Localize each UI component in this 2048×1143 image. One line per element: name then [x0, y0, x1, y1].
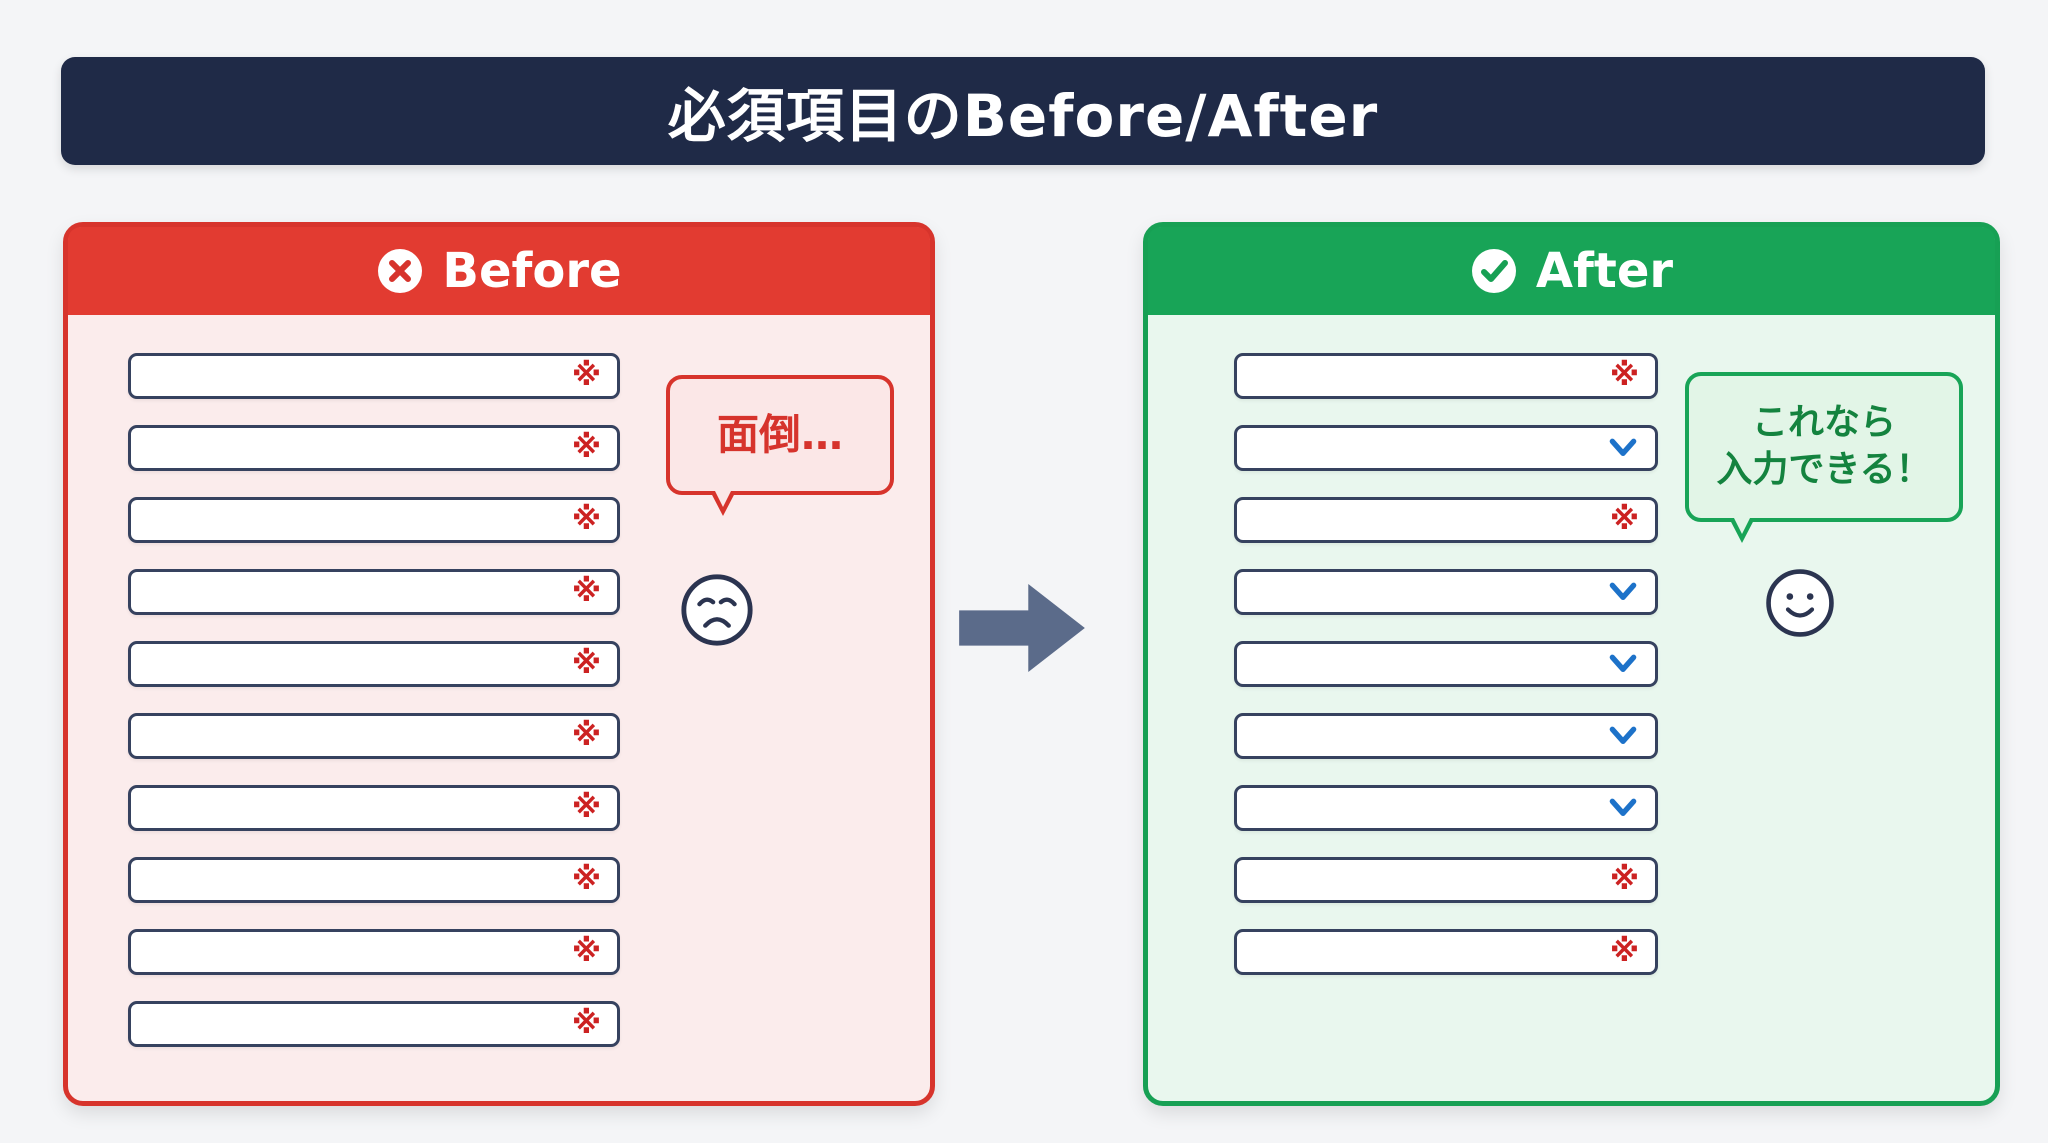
check-circle-icon: [1471, 249, 1516, 293]
dropdown-field[interactable]: [1234, 713, 1658, 759]
text-input-field[interactable]: ※: [128, 353, 620, 399]
chevron-down-icon: [1609, 654, 1637, 672]
text-input-field[interactable]: ※: [128, 929, 620, 975]
required-mark: ※: [571, 574, 601, 609]
after-panel: After ※ ※ ※ ※: [1143, 222, 2000, 1106]
text-input-field[interactable]: ※: [128, 857, 620, 903]
text-input-field[interactable]: ※: [1234, 929, 1658, 975]
before-label: Before: [442, 243, 622, 299]
text-input-field[interactable]: ※: [128, 569, 620, 615]
required-mark: ※: [1609, 358, 1639, 393]
required-mark: ※: [571, 430, 601, 465]
before-speech-bubble: 面倒…: [666, 375, 894, 516]
required-mark: ※: [1609, 502, 1639, 537]
after-form: ※ ※ ※ ※: [1148, 315, 1995, 975]
text-input-field[interactable]: ※: [1234, 857, 1658, 903]
after-label: After: [1535, 243, 1674, 299]
after-speech-bubble: これなら 入力できる！: [1685, 372, 1963, 543]
dropdown-field[interactable]: [1234, 425, 1658, 471]
after-bubble-text: これなら 入力できる！: [1716, 402, 1932, 490]
required-mark: ※: [1609, 934, 1639, 969]
right-arrow-icon: [959, 584, 1085, 672]
text-input-field[interactable]: ※: [1234, 353, 1658, 399]
dropdown-field[interactable]: [1234, 785, 1658, 831]
chevron-down-icon: [1609, 582, 1637, 600]
dropdown-field[interactable]: [1234, 641, 1658, 687]
text-input-field[interactable]: ※: [128, 425, 620, 471]
required-mark: ※: [571, 1006, 601, 1041]
before-form: ※ ※ ※ ※ ※ ※ ※ ※ ※ ※: [68, 315, 930, 1047]
page-title: 必須項目のBefore/After: [667, 82, 1379, 150]
happy-face-icon: [1766, 569, 1834, 637]
required-mark: ※: [1609, 862, 1639, 897]
before-panel-header: Before: [68, 227, 930, 315]
dropdown-field[interactable]: [1234, 569, 1658, 615]
required-mark: ※: [571, 646, 601, 681]
before-bubble-text: 面倒…: [716, 409, 843, 459]
chevron-down-icon: [1609, 726, 1637, 744]
chevron-down-icon: [1609, 438, 1637, 456]
before-panel: Before ※ ※ ※ ※ ※ ※ ※ ※ ※ ※: [63, 222, 935, 1106]
required-mark: ※: [571, 862, 601, 897]
required-mark: ※: [571, 502, 601, 537]
required-mark: ※: [571, 790, 601, 825]
x-circle-icon: [378, 249, 423, 293]
chevron-down-icon: [1609, 798, 1637, 816]
text-input-field[interactable]: ※: [128, 497, 620, 543]
required-mark: ※: [571, 934, 601, 969]
required-mark: ※: [571, 358, 601, 393]
text-input-field[interactable]: ※: [128, 641, 620, 687]
title-bar: 必須項目のBefore/After: [61, 57, 1985, 165]
text-input-field[interactable]: ※: [128, 1001, 620, 1047]
required-mark: ※: [571, 718, 601, 753]
text-input-field[interactable]: ※: [128, 785, 620, 831]
worried-face-icon: [681, 574, 753, 646]
text-input-field[interactable]: ※: [1234, 497, 1658, 543]
text-input-field[interactable]: ※: [128, 713, 620, 759]
after-panel-header: After: [1148, 227, 1995, 315]
